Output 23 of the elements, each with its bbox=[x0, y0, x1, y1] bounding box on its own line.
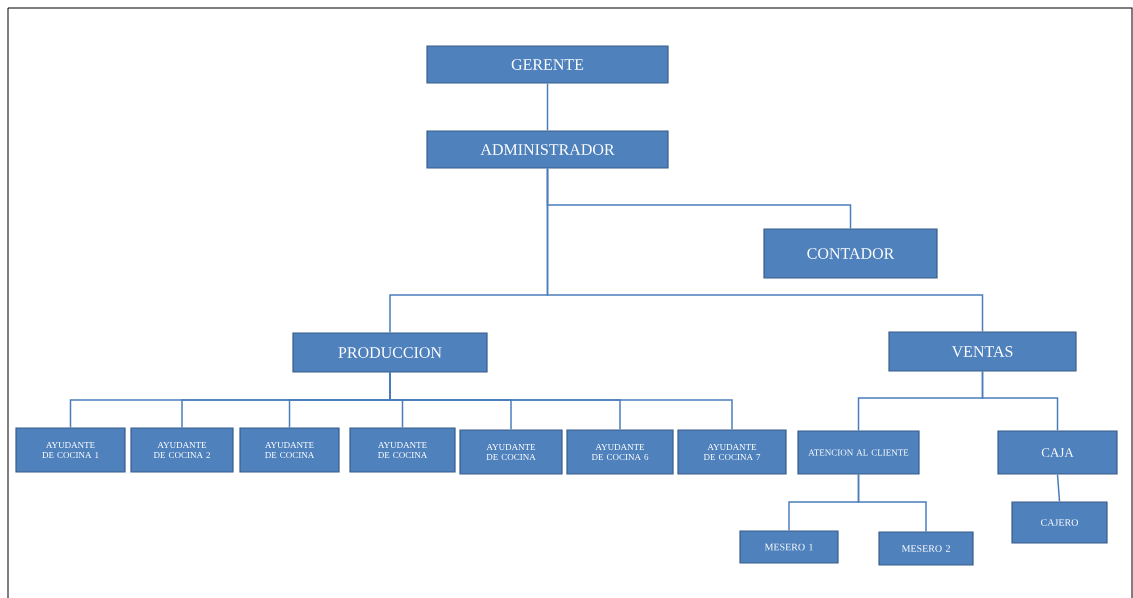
position-box: VENTAS bbox=[888, 331, 1077, 372]
position-box: GERENTE bbox=[426, 45, 669, 84]
connector-line bbox=[389, 371, 733, 431]
position-box: CONTADOR bbox=[763, 228, 938, 279]
position-box: AYUDANTE DE COCINA bbox=[349, 427, 456, 473]
position-box: PRODUCCION bbox=[292, 332, 488, 373]
connector-line bbox=[857, 473, 927, 533]
position-box: AYUDANTE DE COCINA bbox=[239, 427, 340, 473]
connector-line bbox=[981, 370, 1059, 432]
position-box: ATENCION AL CLIENTE bbox=[797, 430, 920, 475]
position-box: MESERO 2 bbox=[878, 531, 974, 566]
position-box: CAJERO bbox=[1011, 501, 1108, 544]
position-box: ADMINISTRADOR bbox=[426, 130, 669, 169]
connector-line bbox=[546, 167, 984, 333]
connector-line bbox=[1056, 473, 1061, 503]
position-box: AYUDANTE DE COCINA 6 bbox=[566, 429, 674, 475]
position-box: MESERO 1 bbox=[739, 530, 839, 564]
position-box: AYUDANTE DE COCINA bbox=[459, 429, 563, 475]
connector-line bbox=[546, 82, 549, 132]
position-box: AYUDANTE DE COCINA 1 bbox=[15, 427, 126, 473]
position-box: AYUDANTE DE COCINA 7 bbox=[677, 429, 787, 475]
position-box: AYUDANTE DE COCINA 2 bbox=[130, 427, 234, 473]
position-box: CAJA bbox=[997, 430, 1118, 475]
